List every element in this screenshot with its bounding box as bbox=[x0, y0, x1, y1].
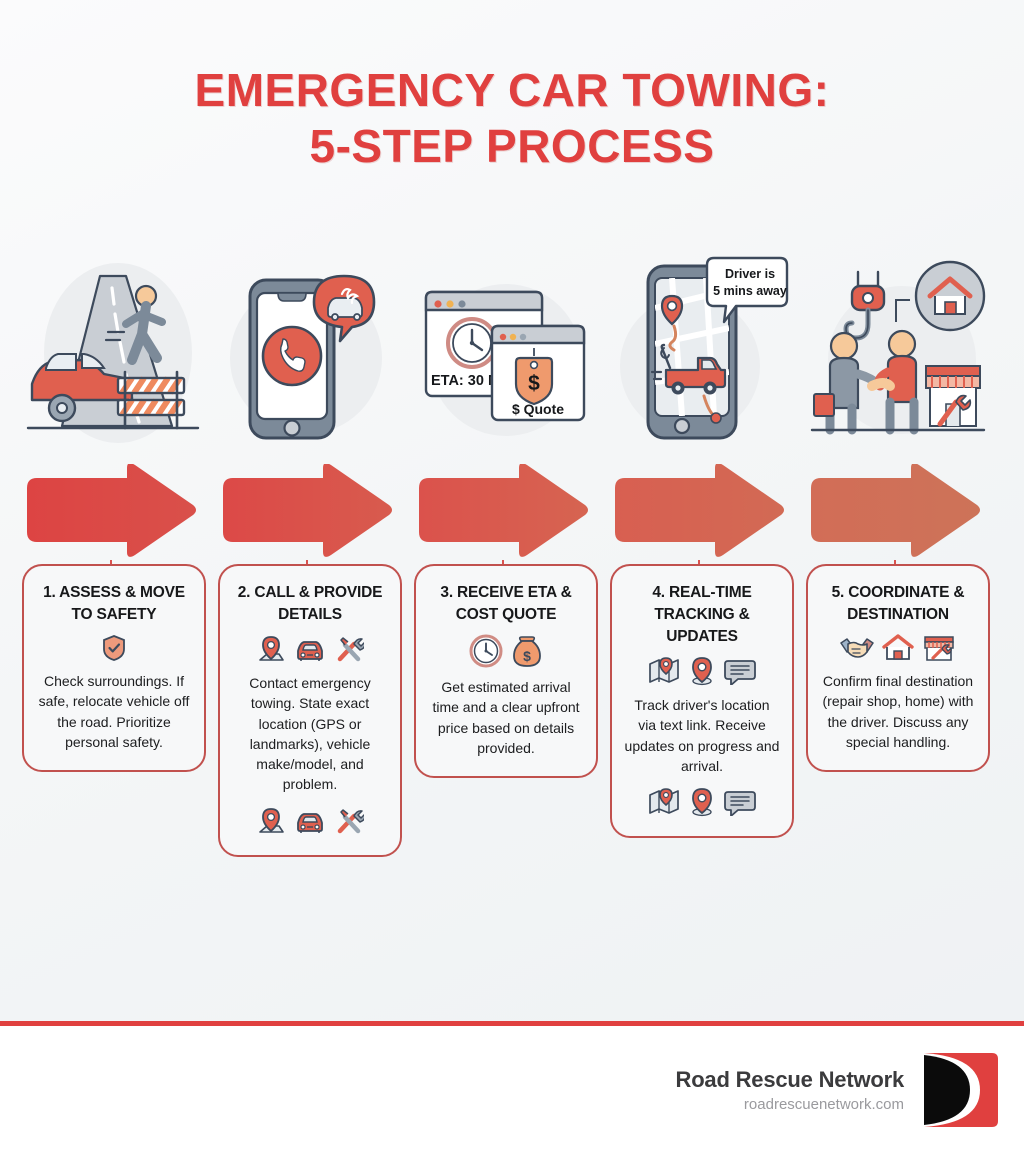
svg-text:$: $ bbox=[523, 648, 531, 664]
step-icons-above-5 bbox=[820, 634, 976, 662]
tools-icon bbox=[334, 634, 364, 664]
step-column-5: 5. COORDINATE & DESTINATION bbox=[806, 248, 990, 857]
step-card-1[interactable]: 1. ASSESS & MOVE TO SAFETY Check surroun… bbox=[22, 564, 206, 773]
step-title-5: 5. COORDINATE & DESTINATION bbox=[831, 584, 965, 623]
handshake-destination-scene bbox=[806, 248, 990, 458]
map-pin-icon bbox=[256, 806, 286, 836]
brand-website: roadrescuenetwork.com bbox=[743, 1096, 904, 1113]
road-rescue-network-logo bbox=[924, 1053, 998, 1127]
step-body-3: Get estimated arrival time and a clear u… bbox=[432, 679, 580, 756]
process-arrow-3 bbox=[411, 464, 601, 564]
step-icons-below-4 bbox=[624, 787, 780, 817]
step-column-2: 2. CALL & PROVIDE DETAILS bbox=[218, 248, 402, 857]
car-icon bbox=[294, 807, 326, 835]
step-column-3: ETA: 30 MIN $ $ Quote bbox=[414, 248, 598, 857]
shield-check-icon bbox=[101, 634, 127, 662]
step-card-5[interactable]: 5. COORDINATE & DESTINATION bbox=[806, 564, 990, 773]
step-card-3[interactable]: 3. RECEIVE ETA & COST QUOTE bbox=[414, 564, 598, 779]
step-icons-above-1 bbox=[36, 634, 192, 662]
step-title-3: 3. RECEIVE ETA & COST QUOTE bbox=[440, 584, 572, 623]
car-icon bbox=[294, 635, 326, 663]
step-title-1: 1. ASSESS & MOVE TO SAFETY bbox=[43, 584, 185, 623]
chat-bubble-icon bbox=[724, 788, 756, 817]
process-arrow-1 bbox=[19, 464, 209, 564]
step-title-2: 2. CALL & PROVIDE DETAILS bbox=[237, 584, 383, 623]
chat-bubble-icon bbox=[724, 657, 756, 685]
repair-shop-icon bbox=[922, 634, 956, 662]
footer: Road Rescue Network roadrescuenetwork.co… bbox=[0, 1026, 1024, 1154]
folded-map-icon bbox=[648, 787, 680, 817]
steps-row: 1. ASSESS & MOVE TO SAFETY Check surroun… bbox=[22, 248, 1002, 857]
page-title: EMERGENCY CAR TOWING: 5-STEP PROCESS bbox=[0, 62, 1024, 174]
title-line-1: EMERGENCY CAR TOWING: bbox=[194, 64, 830, 116]
location-pin-icon bbox=[688, 656, 716, 686]
step-icons-above-3: $ bbox=[428, 634, 584, 668]
svg-text:$: $ bbox=[528, 372, 540, 395]
process-arrow-4 bbox=[607, 464, 797, 564]
step-body-5: Confirm final destination (repair shop, … bbox=[822, 673, 974, 750]
process-arrow-2 bbox=[215, 464, 405, 564]
house-icon bbox=[882, 634, 914, 662]
tools-icon bbox=[334, 806, 364, 836]
handshake-icon bbox=[840, 634, 874, 662]
step-column-1: 1. ASSESS & MOVE TO SAFETY Check surroun… bbox=[22, 248, 206, 857]
step-title-4: 4. REAL-TIME TRACKING & UPDATES bbox=[652, 584, 752, 645]
step-card-4[interactable]: 4. REAL-TIME TRACKING & UPDATES bbox=[610, 564, 794, 839]
step-body-4: Track driver's location via text link. R… bbox=[624, 697, 780, 774]
bubble-line-2: 5 mins away bbox=[713, 284, 787, 298]
live-tracking-phone-map: Driver is 5 mins away bbox=[610, 248, 794, 458]
bubble-line-1: Driver is bbox=[725, 267, 775, 281]
title-line-2: 5-STEP PROCESS bbox=[309, 120, 715, 173]
step-card-2[interactable]: 2. CALL & PROVIDE DETAILS bbox=[218, 564, 402, 857]
money-bag-icon: $ bbox=[511, 634, 543, 668]
clock-icon bbox=[469, 634, 503, 668]
step-icons-above-4 bbox=[624, 656, 780, 686]
eta-and-quote-windows: ETA: 30 MIN $ $ Quote bbox=[414, 248, 598, 458]
step-icons-above-2 bbox=[232, 634, 388, 664]
phone-call-breakdown-scene bbox=[218, 248, 402, 458]
location-pin-icon bbox=[688, 787, 716, 817]
step-icons-below-2 bbox=[232, 806, 388, 836]
step-body-2: Contact emergency towing. State exact lo… bbox=[249, 675, 371, 793]
process-arrow-5 bbox=[803, 464, 993, 564]
footer-divider bbox=[0, 1021, 1024, 1026]
map-pin-icon bbox=[256, 634, 286, 664]
step-column-4: Driver is 5 mins away 4. REAL-TIME TRACK… bbox=[610, 248, 794, 857]
quote-label: $ Quote bbox=[512, 401, 564, 417]
brand-name: Road Rescue Network bbox=[675, 1067, 905, 1092]
step-body-1: Check surroundings. If safe, relocate ve… bbox=[38, 673, 190, 750]
folded-map-icon bbox=[648, 656, 680, 686]
roadside-safety-scene bbox=[22, 248, 206, 458]
